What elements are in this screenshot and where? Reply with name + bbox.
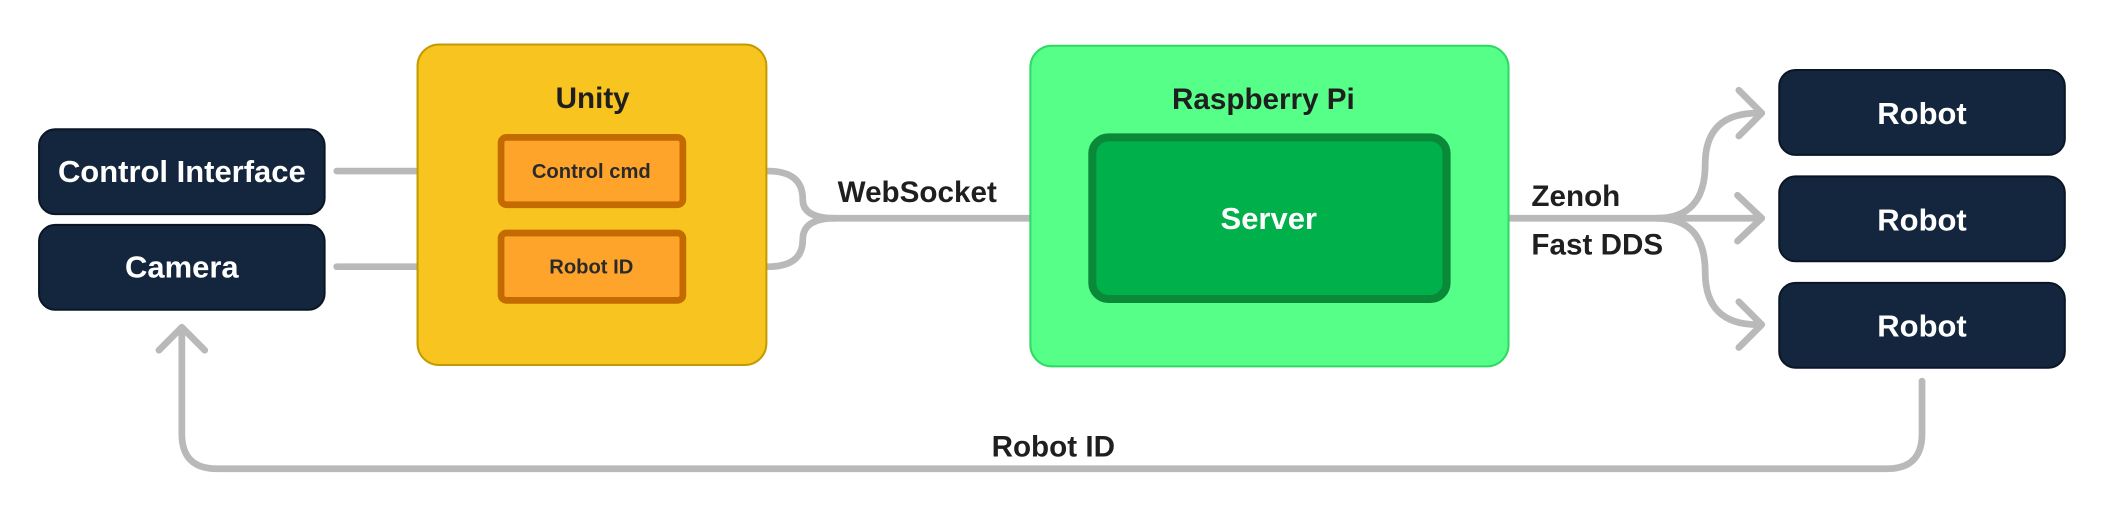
robot-id-node: Robot ID [497,229,687,304]
camera-label: Camera [125,249,239,284]
control-interface-node: Control Interface [38,128,326,216]
control-cmd-label: Control cmd [532,161,651,183]
robot3-arrowhead [1735,298,1766,351]
cmd-merge-connector [692,167,839,222]
websocket-label: WebSocket [838,176,997,209]
zenoh-label: Zenoh [1531,180,1620,213]
server-to-robot3-connector [1653,214,1762,328]
unity-title: Unity [556,82,631,115]
robot2-arrowhead [1734,191,1766,245]
control-cmd-node: Control cmd [497,134,687,209]
feedback-arrowhead [155,323,209,354]
server-node: Server [1088,133,1451,304]
robot1-arrowhead [1735,86,1766,140]
robot-node-2: Robot [1778,175,2066,263]
robot-id-box-label: Robot ID [549,256,633,278]
feedback-robot-id-label: Robot ID [992,431,1115,464]
robot-label-2: Robot [1877,202,1966,237]
server-to-robot1-connector [1653,109,1762,222]
control-interface-label: Control Interface [58,154,306,189]
server-label: Server [1221,201,1317,236]
robot-label-1: Robot [1877,96,1966,131]
camera-node: Camera [38,223,326,311]
robot-label-3: Robot [1877,309,1966,344]
robot-node-1: Robot [1778,69,2066,156]
robotid-merge-connector [692,214,839,271]
raspberry-pi-title: Raspberry Pi [1172,83,1355,116]
fast-dds-label: Fast DDS [1531,229,1663,262]
feedback-connector [178,325,1926,473]
robot-node-3: Robot [1778,281,2066,369]
